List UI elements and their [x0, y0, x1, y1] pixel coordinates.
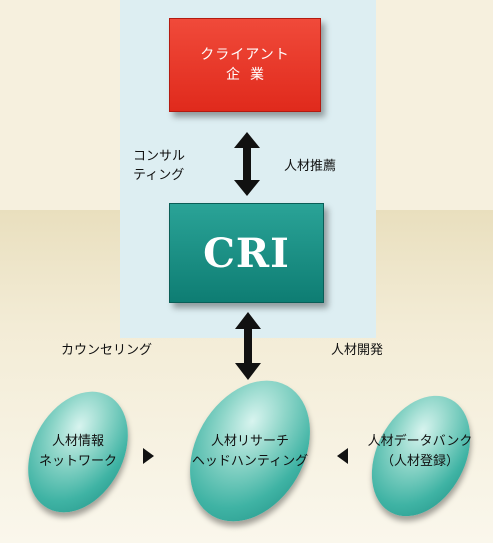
client-company-label-line2: 企業 — [226, 67, 274, 83]
double-arrow-lower-icon — [235, 312, 261, 380]
cri-label: CRI — [203, 229, 290, 277]
research-node-label: 人材リサーチ ヘッドハンティング — [191, 434, 309, 469]
arrow-right-icon — [143, 448, 154, 464]
consulting-label: コンサル ティング — [133, 149, 186, 183]
recommendation-label: 人材推薦 — [284, 159, 337, 174]
arrow-left-icon — [337, 448, 348, 464]
development-label: 人材開発 — [331, 343, 384, 358]
client-company-box: クライアント 企業 — [169, 18, 321, 112]
client-company-label-line1: クライアント — [200, 47, 290, 63]
cri-box: CRI — [169, 203, 324, 303]
databank-node-label: 人材データバンク （人材登録） — [367, 434, 473, 469]
network-node-label: 人材情報 ネットワーク — [38, 434, 117, 469]
counseling-label: カウンセリング — [61, 343, 153, 358]
double-arrow-upper-icon — [234, 132, 260, 196]
